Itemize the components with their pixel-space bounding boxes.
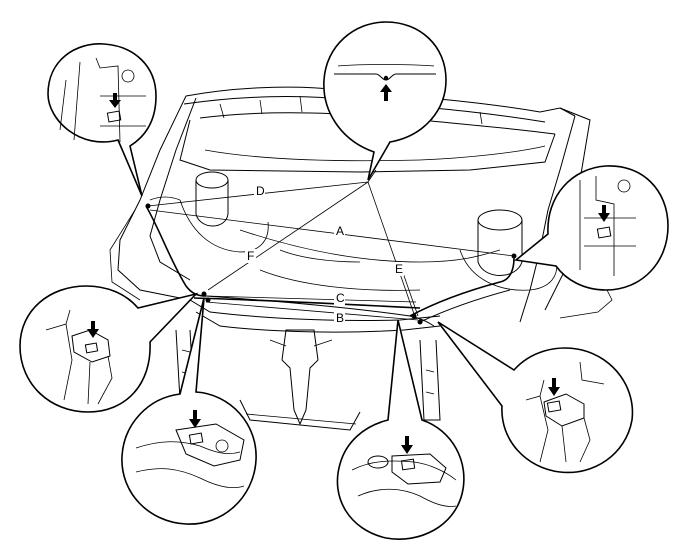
detail-bottom-right [525, 361, 605, 463]
detail-mid-left [45, 309, 113, 405]
callout-bottom-right [437, 321, 634, 474]
callout-bottom-left [121, 297, 257, 525]
part-labels: D A F E C B [245, 184, 404, 325]
vehicle-front-body [109, 86, 613, 431]
detail-bottom-left [135, 410, 245, 488]
label-e: E [395, 262, 403, 276]
arrow-up-icon [380, 84, 392, 101]
label-d: D [256, 184, 265, 198]
callout-top-center [323, 21, 447, 181]
label-f: F [247, 249, 254, 263]
detail-right [579, 176, 636, 276]
arrow-down-icon [189, 410, 201, 428]
arrow-down-icon [598, 205, 610, 222]
label-a: A [336, 224, 344, 238]
arrow-down-icon [401, 436, 413, 454]
clip-points [145, 203, 517, 325]
detail-bottom-center [351, 436, 457, 507]
detail-top-center [334, 64, 436, 101]
label-b: B [336, 311, 344, 325]
callout-mid-left [19, 285, 199, 413]
label-c: C [336, 291, 345, 305]
callout-right [514, 165, 669, 291]
arrow-down-icon [87, 321, 99, 338]
detail-top-left [59, 57, 146, 143]
callout-top-left [47, 43, 157, 197]
arrow-down-icon [109, 93, 121, 108]
arrow-down-icon [548, 378, 560, 396]
callout-bottom-center [336, 319, 465, 540]
